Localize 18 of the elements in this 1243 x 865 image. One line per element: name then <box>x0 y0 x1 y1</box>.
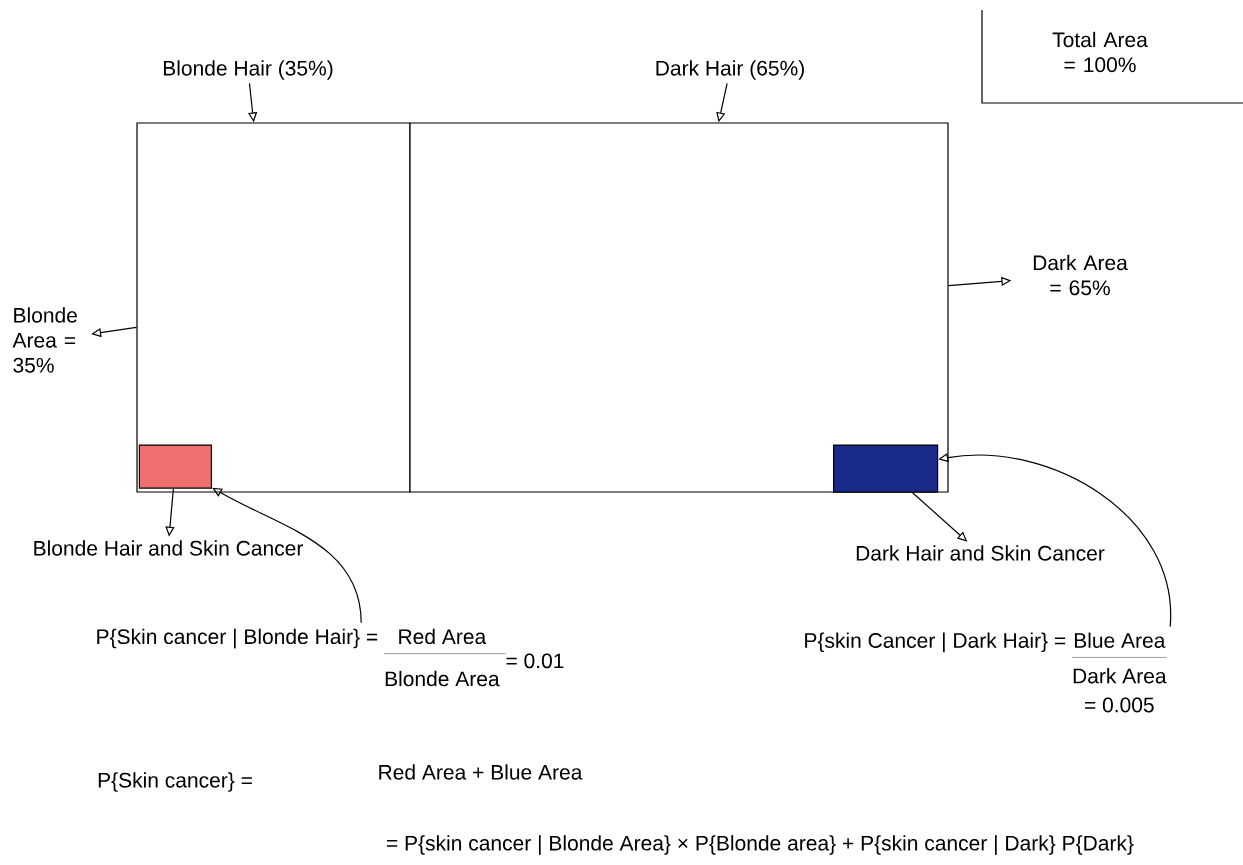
equation-text: P{Skin cancer} = <box>98 772 252 792</box>
shaded-area <box>833 444 939 493</box>
region-label: Dark Hair and Skin Cancer <box>856 545 1105 561</box>
probability-equation: P{skin Cancer | Dark Hair} = Blue Area Dark Area = 0.005 <box>805 632 1167 713</box>
hair-region <box>409 122 949 493</box>
hair-region <box>136 122 411 493</box>
heading-text: Dark Hair (65%) <box>656 60 804 80</box>
area-note: Dark Area = 65% <box>1033 254 1128 296</box>
area-note: Blonde Area = 35% <box>12 307 77 373</box>
shaded-area <box>138 444 212 489</box>
probability-equation: P{Skin cancer | Blonde Hair} = Red Area Blonde Area = 0.01 <box>97 628 564 687</box>
arrow <box>212 487 362 624</box>
equation-text: Red Area + Blue Area <box>379 764 583 780</box>
arrow <box>91 326 137 338</box>
total-area-note: Total Area = 100% <box>1052 31 1148 73</box>
region-label: Blonde Hair and Skin Cancer <box>34 540 303 556</box>
heading-text: Blonde Hair (35%) <box>163 60 333 80</box>
equation-text: = P{skin cancer | Blonde Area} × P{Blonde area} + P{skin cancer | Dark} P{Dark} <box>386 835 1134 855</box>
